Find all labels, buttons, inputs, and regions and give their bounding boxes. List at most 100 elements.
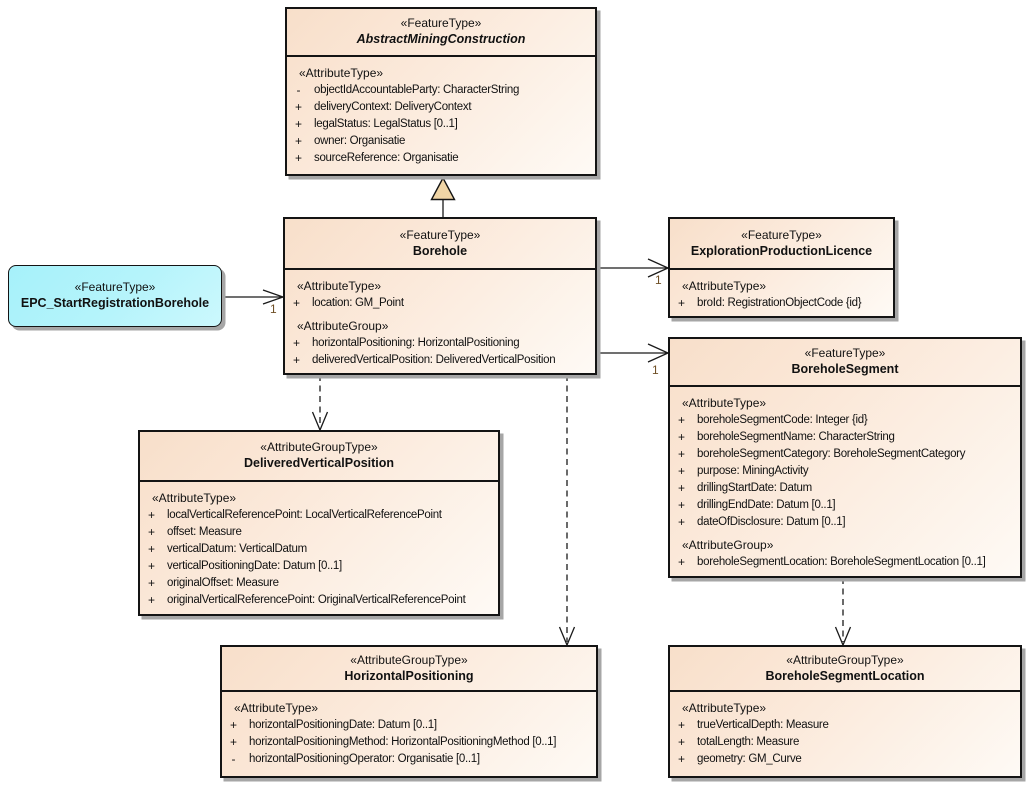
attribute-text: deliveryContext: DeliveryContext <box>314 101 472 113</box>
attribute-text: trueVerticalDepth: Measure <box>697 719 829 731</box>
attribute-row[interactable]: +purpose: MiningActivity <box>670 463 1020 480</box>
dependency-segment-to-segmentlocation[interactable] <box>834 578 852 647</box>
attribute-row[interactable]: + originalVerticalReferencePoint: Origina… <box>140 592 498 609</box>
attribute-text: drillingStartDate: Datum <box>697 482 812 494</box>
attribute-row[interactable]: +horizontalPositioning: HorizontalPositi… <box>285 335 595 352</box>
attribute-row[interactable]: +boreholeSegmentCode: Integer {id} <box>670 412 1020 429</box>
class-horizontal-positioning[interactable]: «AttributeGroupType» HorizontalPositioni… <box>220 645 598 778</box>
attribute-text: originalVerticalReferencePoint: Original… <box>167 594 466 606</box>
stereotype-label: «FeatureType» <box>74 280 156 294</box>
visibility-symbol: + <box>677 515 685 529</box>
visibility-symbol: + <box>677 296 685 310</box>
attribute-row[interactable]: + horizontalPositioningDate: Datum [0..1] <box>222 717 596 734</box>
attribute-row[interactable]: + verticalPositioningDate: Datum [0..1] <box>140 558 498 575</box>
attribute-row[interactable]: +originalOffset: Measure <box>140 575 498 592</box>
class-borehole-segment[interactable]: «FeatureType» BoreholeSegment «Attribute… <box>668 337 1022 578</box>
class-abstract-mining-construction[interactable]: «FeatureType» AbstractMiningConstruction… <box>285 7 597 176</box>
visibility-symbol: + <box>677 555 685 569</box>
class-exploration-production-licence[interactable]: «FeatureType» ExplorationProductionLicen… <box>668 217 895 318</box>
visibility-symbol: + <box>677 481 685 495</box>
section-heading: «AttributeType» <box>682 701 767 715</box>
attribute-row[interactable]: - objectIdAccountableParty: CharacterStri… <box>287 82 595 99</box>
section-heading: «AttributeGroup» <box>297 319 389 333</box>
attribute-text: horizontalPositioningDate: Datum [0..1] <box>249 719 437 731</box>
class-name: DeliveredVerticalPosition <box>243 456 395 470</box>
attribute-row[interactable]: + owner: Organisatie <box>287 133 595 150</box>
class-header: «FeatureType» BoreholeSegment <box>670 339 1020 387</box>
class-epc-start-registration-borehole[interactable]: «FeatureType» EPC_StartRegistrationBoreh… <box>8 265 222 327</box>
attribute-text: objectIdAccountableParty: CharacterStrin… <box>314 84 520 96</box>
attribute-row[interactable]: +horizontalPositioningMethod: Horizontal… <box>222 734 596 751</box>
attribute-text: totalLength: Measure <box>697 736 800 748</box>
visibility-symbol: + <box>147 593 155 607</box>
attribute-row[interactable]: +geometry: GM_Curve <box>670 751 1020 768</box>
visibility-symbol: + <box>229 718 237 732</box>
attribute-text: horizontalPositioningOperator: Organisat… <box>249 753 480 765</box>
section-heading: «AttributeType» <box>234 701 319 715</box>
attributes-compartment: «AttributeType»+broId: RegistrationObjec… <box>670 270 893 312</box>
multiplicity-label: 1 <box>652 363 659 377</box>
attribute-row[interactable]: +dateOfDisclosure: Datum [0..1] <box>670 514 1020 531</box>
attributes-compartment: «AttributeType» + trueVerticalDepth: Measu… <box>670 692 1020 768</box>
stereotype-label: «FeatureType» <box>400 16 482 30</box>
attribute-row[interactable]: + broId: RegistrationObjectCode {id} <box>670 295 893 312</box>
open-arrowhead-icon <box>558 626 576 647</box>
generalization-triangle-icon <box>430 176 456 201</box>
attribute-row[interactable]: +drillingEndDate: Datum [0..1] <box>670 497 1020 514</box>
attribute-row[interactable]: +location: GM_Point <box>285 295 595 312</box>
attribute-row[interactable]: + legalStatus: LegalStatus [0..1] <box>287 116 595 133</box>
attribute-row[interactable]: + totalLength: Measure <box>670 734 1020 751</box>
attribute-row[interactable]: -horizontalPositioningOperator: Organisa… <box>222 751 596 768</box>
attribute-row[interactable]: +verticalDatum: VerticalDatum <box>140 541 498 558</box>
class-name: ExplorationProductionLicence <box>690 243 873 258</box>
class-delivered-vertical-position[interactable]: «AttributeGroupType» DeliveredVerticalPo… <box>138 430 500 616</box>
attribute-text: boreholeSegmentCategory: BoreholeSegment… <box>697 448 966 460</box>
attribute-row[interactable]: + drillingStartDate: Datum <box>670 480 1020 497</box>
attribute-row[interactable]: + boreholeSegmentName: CharacterString <box>670 429 1020 446</box>
dependency-borehole-to-horizontalpositioning[interactable] <box>558 375 576 647</box>
attribute-text: broId: RegistrationObjectCode {id} <box>697 297 862 309</box>
attribute-row[interactable]: + sourceReference: Organisatie <box>287 150 595 167</box>
stereotype-label: «FeatureType» <box>804 346 886 360</box>
attribute-row[interactable]: +deliveryContext: DeliveryContext <box>287 99 595 116</box>
attribute-row[interactable]: +boreholeSegmentLocation: BoreholeSegmen… <box>670 554 1020 571</box>
attribute-row[interactable]: +deliveredVerticalPosition: DeliveredVer… <box>285 352 595 369</box>
class-borehole[interactable]: «FeatureType» Borehole «AttributeType»+l… <box>283 217 597 375</box>
visibility-symbol: + <box>294 117 302 131</box>
visibility-symbol: + <box>147 559 155 573</box>
attribute-row[interactable]: +localVerticalReferencePoint: LocalVerti… <box>140 507 498 524</box>
class-name: Borehole <box>412 243 468 258</box>
attributes-compartment: «AttributeType» - objectIdAccountableParty… <box>287 57 595 167</box>
generalization-borehole-to-abstractminingconstruction[interactable] <box>430 176 456 217</box>
attribute-row[interactable]: +boreholeSegmentCategory: BoreholeSegmen… <box>670 446 1020 463</box>
attribute-text: sourceReference: Organisatie <box>314 152 459 164</box>
class-name: HorizontalPositioning <box>344 668 474 683</box>
visibility-symbol: + <box>147 576 155 590</box>
attribute-text: boreholeSegmentName: CharacterString <box>697 431 895 443</box>
visibility-symbol: + <box>677 430 685 444</box>
attribute-row[interactable]: + trueVerticalDepth: Measure <box>670 717 1020 734</box>
visibility-symbol: + <box>677 718 685 732</box>
association-borehole-to-segment[interactable] <box>597 343 670 363</box>
attribute-text: owner: Organisatie <box>314 135 406 147</box>
stereotype-label: «AttributeGroupType» <box>260 440 378 454</box>
visibility-symbol: + <box>677 413 685 427</box>
class-name: EPC_StartRegistrationBorehole <box>20 296 210 310</box>
section-heading: «AttributeType» <box>299 66 384 80</box>
class-borehole-segment-location[interactable]: «AttributeGroupType» BoreholeSegmentLoca… <box>668 645 1022 778</box>
visibility-symbol: + <box>294 134 302 148</box>
visibility-symbol: - <box>296 83 301 97</box>
class-header: «FeatureType» AbstractMiningConstruction <box>287 9 595 57</box>
attribute-row[interactable]: +offset: Measure <box>140 524 498 541</box>
class-header: «FeatureType» EPC_StartRegistrationBoreh… <box>9 266 221 326</box>
attribute-text: legalStatus: LegalStatus [0..1] <box>314 118 458 130</box>
visibility-symbol: + <box>147 542 155 556</box>
attribute-text: verticalPositioningDate: Datum [0..1] <box>167 560 342 572</box>
visibility-symbol: + <box>229 735 237 749</box>
attributes-compartment: «AttributeType»+location: GM_Point«Attri… <box>285 270 595 369</box>
dependency-borehole-to-deliveredverticalposition[interactable] <box>311 375 329 432</box>
stereotype-label: «FeatureType» <box>399 227 481 242</box>
visibility-symbol: + <box>677 735 685 749</box>
visibility-symbol: + <box>294 151 302 165</box>
